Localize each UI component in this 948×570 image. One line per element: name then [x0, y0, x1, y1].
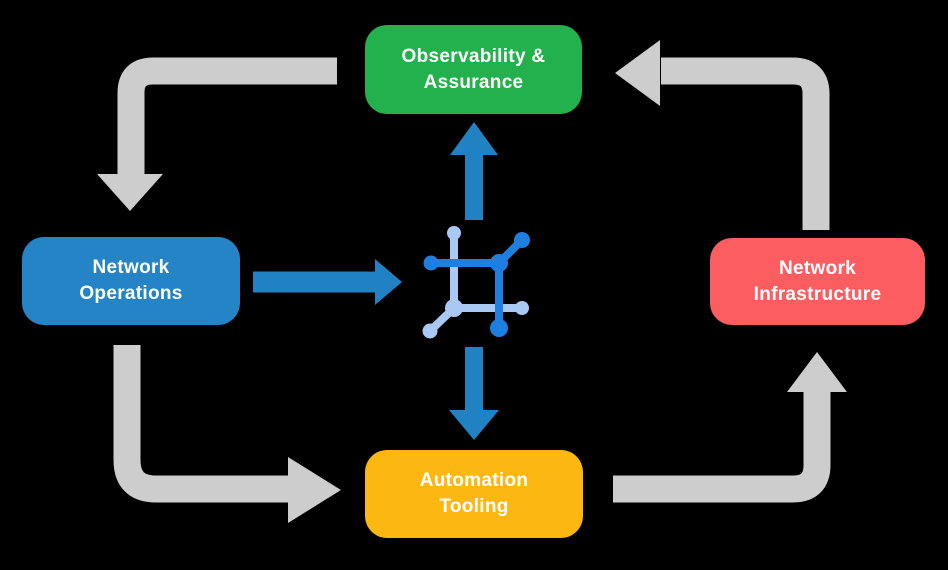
- node-network-infrastructure: Network Infrastructure: [710, 238, 925, 325]
- node-observability-assurance: Observability & Assurance: [365, 25, 582, 114]
- network-topology-icon: [422, 226, 530, 339]
- arrow-center-to-automation: [449, 347, 499, 440]
- node-label-line: Network: [92, 257, 170, 278]
- node-automation-tooling: Automation Tooling: [365, 450, 583, 538]
- node-network-operations: Network Operations: [22, 237, 240, 325]
- node-label-line: Automation: [419, 470, 529, 491]
- arrow-operations-to-automation: [113, 345, 341, 523]
- node-label-line: Network: [778, 257, 857, 279]
- node-label-line: Assurance: [423, 71, 524, 93]
- arrow-center-to-observability: [450, 122, 498, 220]
- arrow-operations-to-center: [253, 259, 402, 305]
- arrow-observability-to-operations: [97, 57, 337, 211]
- topology-light-branch: [422, 226, 529, 339]
- node-label-line: Observability &: [401, 45, 546, 67]
- node-label-line: Tooling: [439, 496, 509, 517]
- arrow-infrastructure-to-observability: [615, 40, 830, 230]
- node-label-line: Infrastructure: [753, 283, 882, 305]
- arrow-automation-to-infrastructure: [613, 352, 847, 503]
- node-label-line: Operations: [79, 283, 183, 304]
- topology-dark-branch: [423, 232, 530, 337]
